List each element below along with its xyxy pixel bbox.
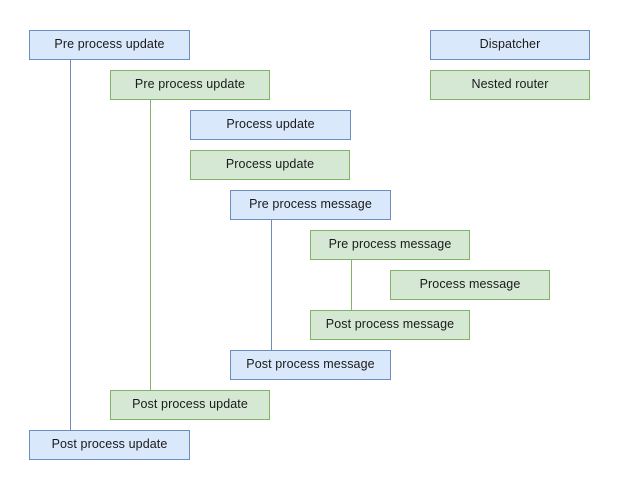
node-post-process-update-router[interactable]: Post process update <box>110 390 270 420</box>
node-pre-process-message-router[interactable]: Pre process message <box>310 230 470 260</box>
node-post-process-message-router[interactable]: Post process message <box>310 310 470 340</box>
legend-item-router[interactable]: Nested router <box>430 70 590 100</box>
node-pre-process-message-dispatcher[interactable]: Pre process message <box>230 190 391 220</box>
node-pre-process-update-router[interactable]: Pre process update <box>110 70 270 100</box>
node-process-update-dispatcher[interactable]: Process update <box>190 110 351 140</box>
node-label: Pre process update <box>54 37 165 52</box>
node-post-process-message-dispatcher[interactable]: Post process message <box>230 350 391 380</box>
node-label: Post process update <box>132 397 248 412</box>
node-label: Pre process update <box>134 77 246 92</box>
legend-item-label: Dispatcher <box>479 37 541 52</box>
node-label: Process message <box>419 277 521 292</box>
connector-edge-dispatcher-outer <box>70 60 71 430</box>
node-label: Pre process message <box>249 197 372 212</box>
node-label: Post process message <box>325 317 455 332</box>
node-process-update-router[interactable]: Process update <box>190 150 350 180</box>
node-label: Process update <box>226 117 315 132</box>
connector-edge-router-outer <box>150 100 151 390</box>
node-label: Pre process message <box>328 237 452 252</box>
legend-item-dispatcher[interactable]: Dispatcher <box>430 30 590 60</box>
node-label: Post process message <box>246 357 375 372</box>
node-label: Process update <box>225 157 315 172</box>
node-label: Post process update <box>51 437 168 452</box>
connector-edge-dispatcher-inner <box>271 220 272 350</box>
node-pre-process-update-dispatcher[interactable]: Pre process update <box>29 30 190 60</box>
node-post-process-update-dispatcher[interactable]: Post process update <box>29 430 190 460</box>
node-process-message-router[interactable]: Process message <box>390 270 550 300</box>
connector-edge-router-inner <box>351 260 352 310</box>
legend-item-label: Nested router <box>471 77 549 92</box>
